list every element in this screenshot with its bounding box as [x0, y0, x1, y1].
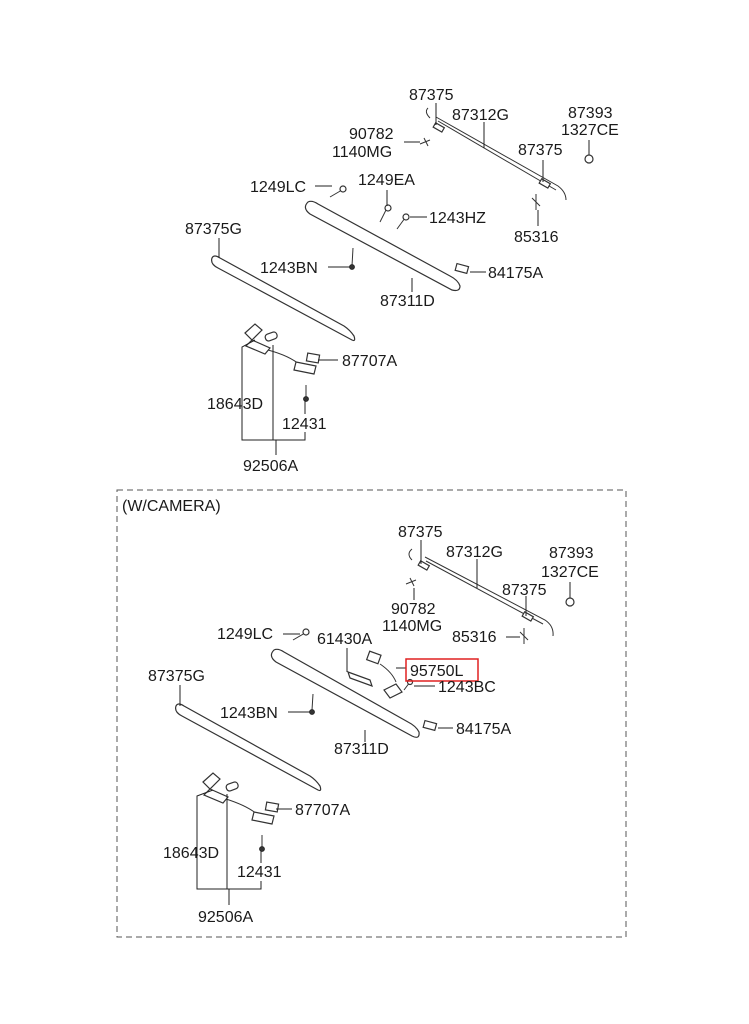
label-87375[interactable]: 87375 — [518, 142, 563, 159]
part-87375-clip-mid — [538, 177, 552, 189]
part-84175A-pad — [454, 262, 470, 275]
part-84175A-pad — [422, 719, 438, 732]
label-95750L[interactable]: 95750L — [410, 663, 463, 680]
part-87375-clip-top — [432, 121, 446, 133]
label-1327CE[interactable]: 1327CE — [561, 122, 619, 139]
label-18643D[interactable]: 18643D — [163, 845, 219, 862]
leader-lines-camera — [179, 540, 571, 905]
part-1243BN-bolt — [349, 247, 355, 270]
label-1140MG[interactable]: 1140MG — [332, 144, 392, 161]
label-87311D[interactable]: 87311D — [334, 741, 389, 758]
part-1249LC-bolt — [292, 628, 310, 641]
part-87393-nut — [584, 154, 594, 164]
label-87312G[interactable]: 87312G — [446, 544, 503, 561]
label-1140MG[interactable]: 1140MG — [382, 618, 442, 635]
section-with-camera: (W/CAMERA) — [116, 489, 627, 938]
leader-lines-standard — [218, 103, 590, 455]
highlight-box-95750L — [405, 658, 479, 682]
label-87375[interactable]: 87375 — [502, 582, 547, 599]
camera-section-caption: (W/CAMERA) — [122, 498, 221, 515]
label-87375[interactable]: 87375 — [409, 87, 454, 104]
part-85316-fastener — [519, 628, 529, 644]
part-1243HZ-bolt — [396, 213, 410, 230]
part-90782-screw — [405, 577, 417, 587]
label-1243BC[interactable]: 1243BC — [438, 679, 496, 696]
label-12431[interactable]: 12431 — [237, 864, 282, 881]
label-87707A[interactable]: 87707A — [342, 353, 397, 370]
part-87375G-molding — [211, 255, 356, 342]
part-1249EA-bolt — [379, 204, 392, 223]
part-87311D-garnish — [270, 648, 420, 738]
label-92506A[interactable]: 92506A — [243, 458, 298, 475]
label-87312G[interactable]: 87312G — [452, 107, 509, 124]
part-87375G-molding — [175, 703, 322, 792]
part-85316-fastener — [531, 194, 541, 210]
label-18643D[interactable]: 18643D — [207, 396, 263, 413]
label-90782[interactable]: 90782 — [391, 601, 436, 618]
label-84175A[interactable]: 84175A — [456, 721, 511, 738]
part-1249LC-bolt — [329, 185, 347, 198]
label-1327CE[interactable]: 1327CE — [541, 564, 599, 581]
label-87375G[interactable]: 87375G — [148, 668, 205, 685]
label-1243HZ[interactable]: 1243HZ — [429, 210, 486, 227]
part-87312G-strip — [425, 107, 567, 201]
part-87393-nut — [565, 597, 575, 607]
part-92506A-lamp-assembly — [244, 323, 321, 402]
label-85316[interactable]: 85316 — [452, 629, 497, 646]
label-87375G[interactable]: 87375G — [185, 221, 242, 238]
label-87311D[interactable]: 87311D — [380, 293, 435, 310]
part-61430A-bracket — [347, 671, 373, 687]
part-90782-screw — [419, 137, 431, 147]
label-84175A[interactable]: 84175A — [488, 265, 543, 282]
part-87311D-garnish — [304, 200, 461, 292]
part-92506A-lamp-assembly — [202, 772, 280, 852]
label-87393[interactable]: 87393 — [568, 105, 613, 122]
part-95750L-camera — [365, 650, 403, 699]
part-87375-clip-mid — [521, 610, 535, 622]
label-1243BN[interactable]: 1243BN — [260, 260, 318, 277]
label-87393[interactable]: 87393 — [549, 545, 594, 562]
part-1243BN-bolt — [309, 693, 315, 715]
label-87707A[interactable]: 87707A — [295, 802, 350, 819]
label-1249LC[interactable]: 1249LC — [217, 626, 273, 643]
label-92506A[interactable]: 92506A — [198, 909, 253, 926]
label-1249EA[interactable]: 1249EA — [358, 172, 415, 189]
camera-section-border — [116, 489, 627, 938]
label-90782[interactable]: 90782 — [349, 126, 394, 143]
label-1243BN[interactable]: 1243BN — [220, 705, 278, 722]
label-85316[interactable]: 85316 — [514, 229, 559, 246]
label-87375[interactable]: 87375 — [398, 524, 443, 541]
section-standard: 87375 87312G 87393 1327CE 90782 1140MG 8… — [185, 87, 619, 475]
label-61430A[interactable]: 61430A — [317, 631, 372, 648]
label-12431[interactable]: 12431 — [282, 416, 327, 433]
label-1249LC[interactable]: 1249LC — [250, 179, 306, 196]
